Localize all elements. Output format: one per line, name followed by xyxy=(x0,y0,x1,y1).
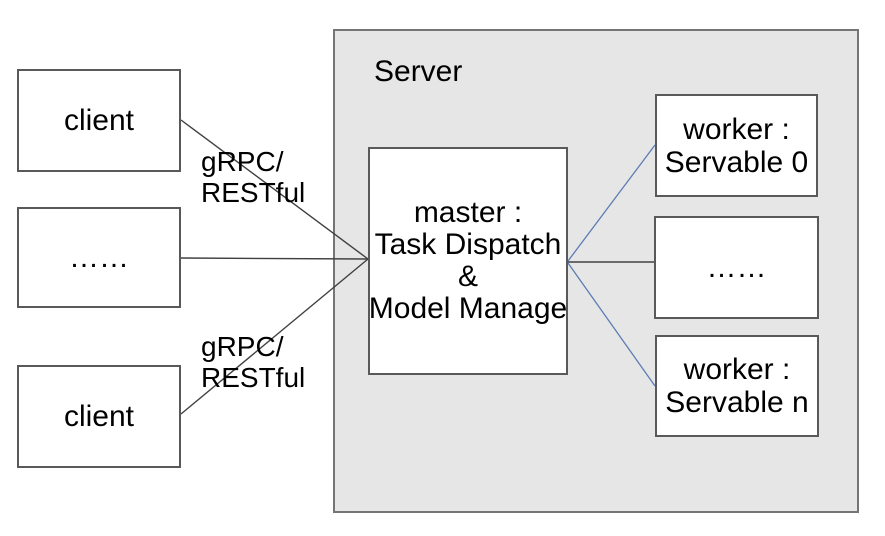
client-box-ellipsis-label: …… xyxy=(69,241,129,274)
worker-box-servable-n: worker : Servable n xyxy=(655,335,819,437)
master-box-line2: Task Dispatch xyxy=(374,228,562,261)
connector-client-top-to-master xyxy=(180,119,369,260)
connector-client-bottom-to-master xyxy=(180,258,369,415)
master-box-line4: Model Manage xyxy=(368,292,568,325)
worker-box-ellipsis-label: …… xyxy=(706,251,767,284)
edge-label-grpc-top-line1: gRPC/ xyxy=(201,146,284,177)
connector-client-middle-to-master xyxy=(180,257,369,260)
client-box-top: client xyxy=(17,69,181,172)
edge-label-grpc-bottom-line2: RESTful xyxy=(201,362,306,393)
client-box-ellipsis: …… xyxy=(17,207,181,308)
edge-label-grpc-top: gRPC/ RESTful xyxy=(201,146,305,208)
worker-box-servable-n-line1: worker : xyxy=(683,353,791,386)
client-box-bottom-label: client xyxy=(63,400,135,433)
master-box-line1: master : xyxy=(413,196,523,229)
server-title: Server xyxy=(374,55,463,88)
connector-master-to-worker-top xyxy=(567,144,656,262)
worker-box-servable-0: worker : Servable 0 xyxy=(655,94,818,197)
worker-box-ellipsis: …… xyxy=(654,216,819,319)
client-box-top-label: client xyxy=(63,104,135,137)
worker-box-servable-n-line2: Servable n xyxy=(665,386,809,419)
worker-box-servable-0-line1: worker : xyxy=(683,112,790,146)
connector-master-to-worker-bottom xyxy=(567,262,656,387)
master-box: master : Task Dispatch & Model Manage xyxy=(368,147,568,375)
edge-label-grpc-bottom: gRPC/ RESTful xyxy=(201,331,305,393)
edge-label-grpc-top-line2: RESTful xyxy=(201,177,306,208)
client-box-bottom: client xyxy=(17,365,181,468)
edge-label-grpc-bottom-line1: gRPC/ xyxy=(201,331,284,362)
master-box-line3: & xyxy=(457,260,478,293)
worker-box-servable-0-line2: Servable 0 xyxy=(664,145,809,179)
